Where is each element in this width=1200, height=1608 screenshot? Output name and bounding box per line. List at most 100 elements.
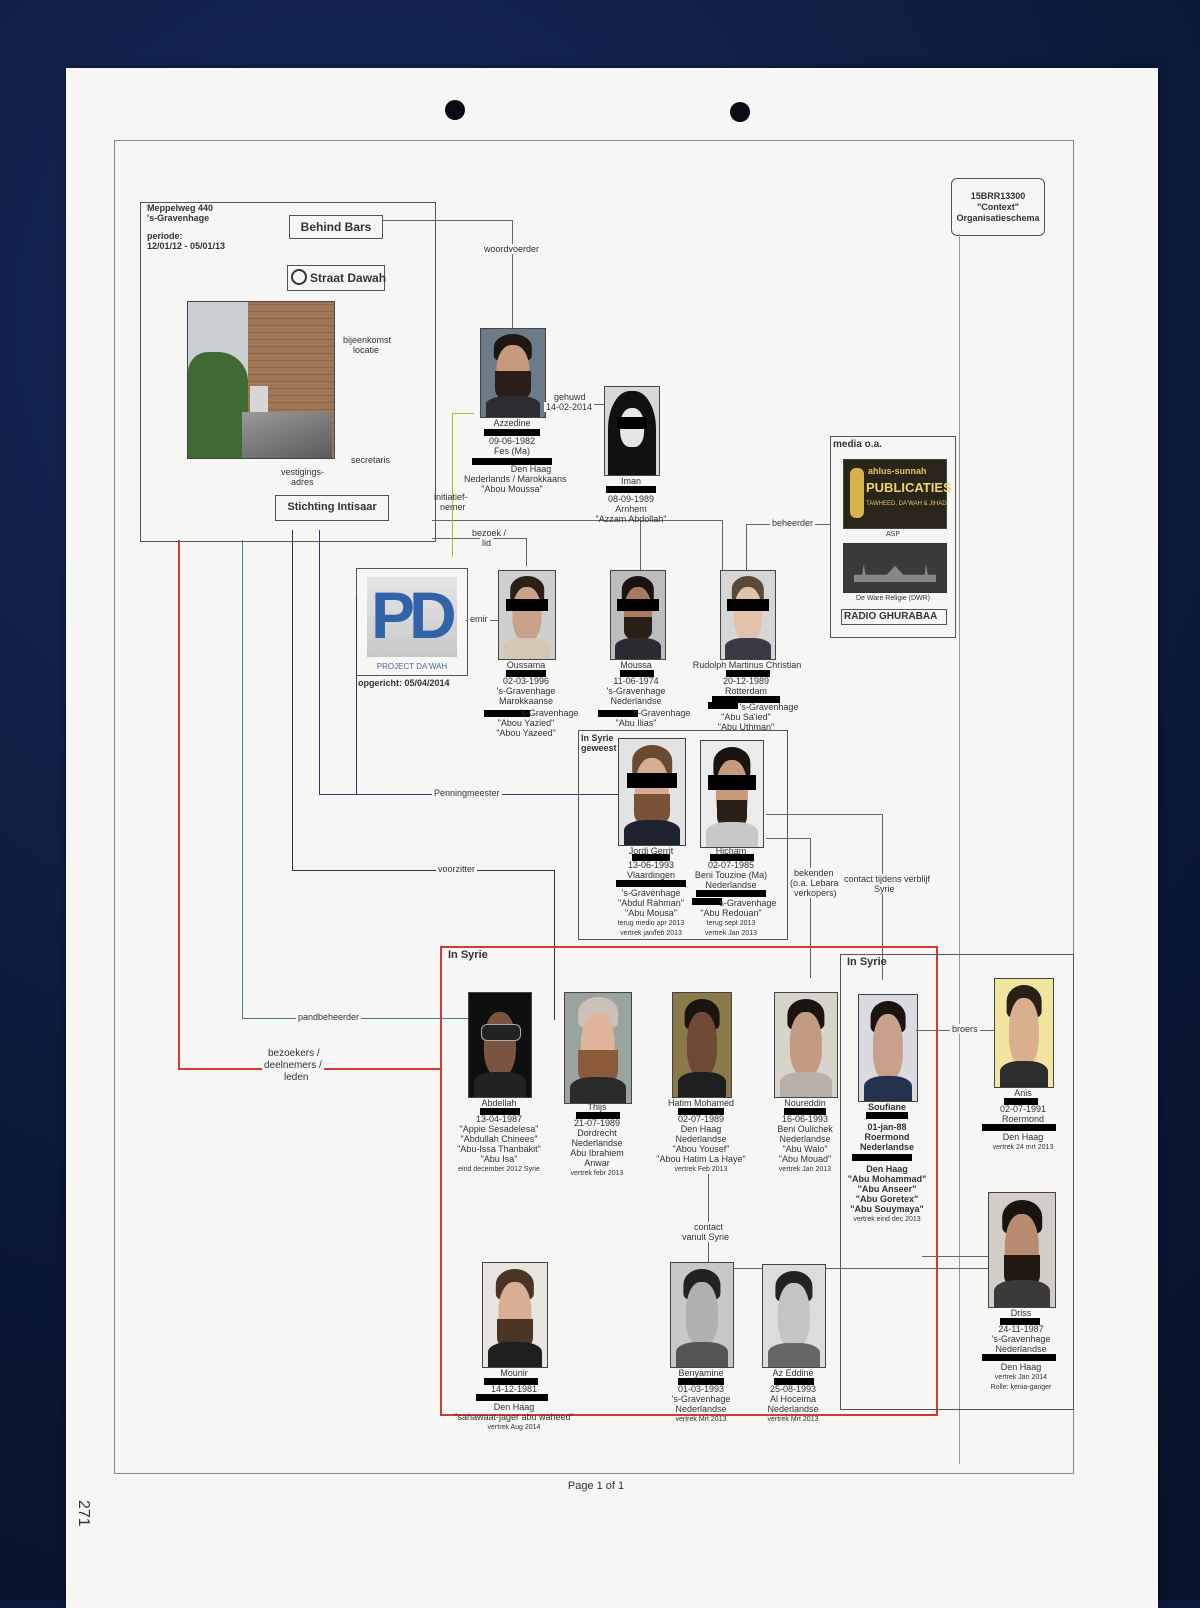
connector-line xyxy=(526,538,527,566)
redaction xyxy=(1000,1318,1040,1325)
eye-mask xyxy=(708,774,756,790)
driss-nationality: Nederlandse xyxy=(995,1344,1047,1354)
redaction xyxy=(620,670,654,677)
connector-line xyxy=(766,814,882,815)
bekenden-label: verkopers) xyxy=(792,888,839,898)
pd-letters: PD xyxy=(371,578,457,652)
redaction xyxy=(866,1112,908,1119)
bezoekers-label: deelnemers / xyxy=(262,1060,324,1071)
face xyxy=(777,1283,811,1347)
photo-anis xyxy=(994,978,1054,1088)
azeddine-departure: vertrek Mrt 2013 xyxy=(767,1416,819,1423)
connector-line xyxy=(432,520,722,521)
redaction xyxy=(480,1108,520,1115)
moussa-nationality: Nederlandse xyxy=(610,696,662,706)
bekenden-label: (o.a. Lebara xyxy=(788,878,841,888)
contact-vanuit-label: contact xyxy=(692,1222,726,1232)
connector-line xyxy=(554,870,555,1020)
sunglasses-icon xyxy=(481,1024,521,1041)
asp-caption: ASP xyxy=(885,531,900,538)
soufiane-alias4: "Abu Souymaya" xyxy=(850,1204,924,1214)
shoulders xyxy=(503,637,551,659)
photo-moussa xyxy=(610,570,666,660)
jordi-alias1: "Abdul Rahman" xyxy=(618,898,684,908)
jordi-alias2: "Abu Mousa" xyxy=(625,908,677,918)
azeddine-dob: 25-08-1993 xyxy=(769,1384,817,1394)
hicham-return: terug sept 2013 xyxy=(706,920,756,927)
jordi-departure: vertrek jan/feb 2013 xyxy=(620,930,682,937)
contact-vanuit-label: vanuit Syrie xyxy=(680,1232,732,1242)
hatim-city: Den Haag xyxy=(680,1124,722,1134)
connector-line xyxy=(292,870,554,871)
straat-dawah-logo-icon xyxy=(291,269,307,285)
face xyxy=(1008,998,1040,1066)
moussa-alias: "Abu Ilias" xyxy=(615,718,657,728)
redaction xyxy=(598,710,638,717)
hatim-alias1: "Abou Yousef" xyxy=(672,1144,730,1154)
face xyxy=(789,1011,823,1077)
punch-hole xyxy=(730,102,750,122)
connector-line xyxy=(810,838,811,978)
noureddin-nationality: Nederlandse xyxy=(779,1134,831,1144)
penningmeester-label: Penningmeester xyxy=(432,788,502,798)
hicham-birthplace: Beni Touzine (Ma) xyxy=(694,870,768,880)
radio-label: RADIO GHURABAA xyxy=(844,611,938,622)
shoulders xyxy=(999,1061,1049,1087)
abdellah-alias3: "Abu-Issa Thanbakit" xyxy=(457,1144,541,1154)
shoulders xyxy=(488,1342,542,1367)
azeddine-birthplace: Al Hoceima xyxy=(769,1394,816,1404)
jordi-dob: 13-06-1993 xyxy=(627,860,675,870)
moussa-name: Moussa xyxy=(620,660,652,670)
address: Meppelweg 440 xyxy=(147,203,214,213)
thijs-nationality: Nederlandse xyxy=(571,1138,623,1148)
group-label: In Syrie xyxy=(448,949,488,961)
asp-main: PUBLICATIES xyxy=(866,480,952,495)
mailbox xyxy=(250,386,268,414)
hicham-nationality: Nederlandse xyxy=(705,880,757,890)
redaction xyxy=(982,1354,1056,1361)
hatim-alias2: "Abou Hatim La Haye" xyxy=(656,1154,746,1164)
abdellah-name: Abdellah xyxy=(481,1098,517,1108)
noureddin-alias1: "Abu Walo" xyxy=(782,1144,828,1154)
iman-dob: 08-09-1989 xyxy=(607,494,655,504)
hatim-name: Hatim Mohamed xyxy=(667,1098,735,1108)
photo-jordi xyxy=(618,738,686,846)
anis-name: Anis xyxy=(1014,1088,1032,1098)
thijs-alias2: Anwar xyxy=(584,1158,610,1168)
photo-azeddine xyxy=(762,1264,826,1368)
stichting-box: Stichting Intisaar xyxy=(275,495,389,521)
bezoekers-label: leden xyxy=(282,1072,311,1083)
photo-oussama xyxy=(498,570,556,660)
shoulders xyxy=(725,637,771,659)
shoulders xyxy=(779,1072,833,1097)
abdellah-dob: 13-04-1987 xyxy=(475,1114,523,1124)
pd-name: PROJECT DA'WAH xyxy=(376,662,448,671)
period: 12/01/12 - 05/01/13 xyxy=(147,241,226,251)
photo-iman xyxy=(604,386,660,476)
thijs-departure: vertrek febr 2013 xyxy=(570,1170,624,1177)
jordi-name: Jordi Gerrit xyxy=(628,846,674,856)
driss-name: Driss xyxy=(1010,1308,1032,1318)
benyamine-departure: vertrek Mrt 2013 xyxy=(675,1416,727,1423)
schema-label: Organisatieschema xyxy=(956,213,1040,223)
azzedine-nationality: Nederlands / Marokkaans xyxy=(464,474,567,484)
redaction xyxy=(484,1378,538,1385)
redaction xyxy=(1004,1098,1038,1105)
behind-bars-label: Behind Bars xyxy=(300,220,372,234)
punch-hole xyxy=(445,100,465,120)
azzedine-birthplace: Fes (Ma) xyxy=(494,446,530,456)
header-box: 15BRR13300 "Context" Organisatieschema xyxy=(951,178,1045,236)
connector-line xyxy=(722,520,723,570)
pandbeheerder-label: pandbeheerder xyxy=(296,1012,362,1022)
jordi-city: 's-Gravenhage xyxy=(621,888,681,898)
media-box: media o.a. ahlus-sunnah PUBLICATIES TAWH… xyxy=(830,436,956,638)
redaction xyxy=(484,429,540,436)
soufiane-nationality: Nederlandse xyxy=(859,1142,915,1152)
thijs-birthplace: Dordrecht xyxy=(577,1128,617,1138)
thijs-dob: 21-07-1989 xyxy=(573,1118,621,1128)
raised-finger-icon xyxy=(850,468,864,518)
moussa-dob: 11-06-1974 xyxy=(613,676,659,686)
noureddin-alias2: "Abu Mouad" xyxy=(778,1154,832,1164)
shoulders xyxy=(705,821,759,847)
benyamine-name: Benyamine xyxy=(678,1368,724,1378)
